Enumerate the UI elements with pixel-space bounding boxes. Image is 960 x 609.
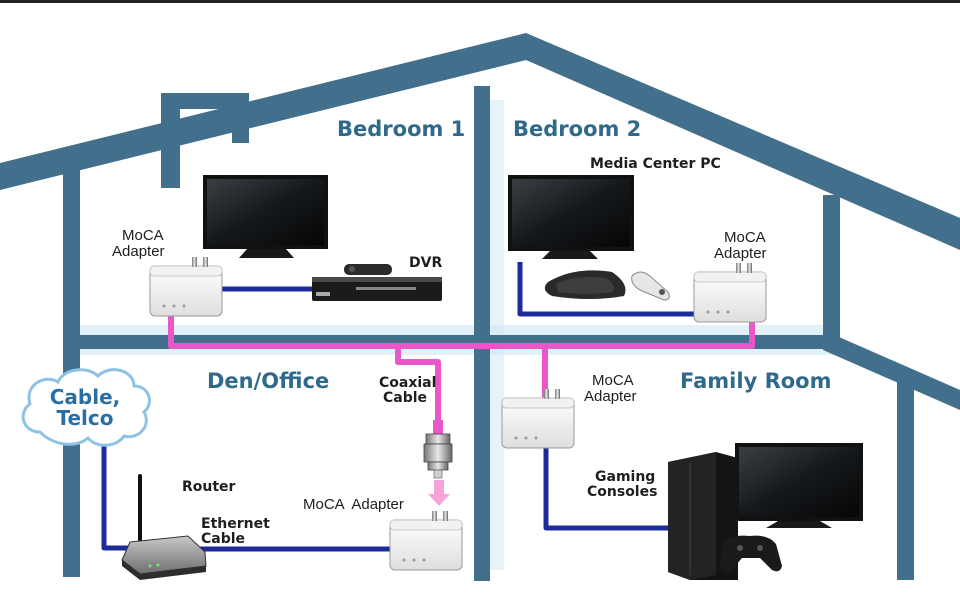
dvr-device <box>312 264 442 301</box>
right-eave <box>823 330 960 410</box>
label-ethernet-cable-line2: Cable <box>201 530 246 547</box>
label-moca-adapter-bedroom1-line1: MoCA <box>122 227 164 244</box>
label-router: Router <box>182 479 236 495</box>
label-moca-adapter-family-line2: Adapter <box>584 387 637 405</box>
coax-drop-to-den <box>395 346 441 420</box>
game-console <box>668 452 738 580</box>
label-moca-adapter-bedroom1: MoCA Adapter <box>112 228 165 260</box>
media-center-pc-monitor <box>508 175 634 259</box>
room-label-den-office: Den/Office <box>207 369 330 393</box>
ethernet-cloud-router <box>101 440 140 551</box>
game-controller <box>720 535 782 573</box>
ethernet-family-console <box>543 445 668 531</box>
room-label-bedroom1: Bedroom 1 <box>337 117 466 141</box>
room-label-bedroom2: Bedroom 2 <box>513 117 642 141</box>
house-frame <box>0 33 960 581</box>
ethernet-bedroom2-pc <box>517 262 700 317</box>
label-ethernet-cable-line1: Ethernet <box>201 516 270 532</box>
moca-adapter-den <box>389 511 463 571</box>
label-moca-adapter-bedroom2: MoCA Adapter <box>714 230 767 262</box>
moca-adapter-bedroom2 <box>693 263 767 323</box>
tv-family-room <box>735 443 863 528</box>
remote-control <box>631 271 670 301</box>
label-coaxial-cable: Coaxial Cable <box>379 376 436 405</box>
insertion-arrow <box>428 480 450 506</box>
router-device <box>121 474 207 580</box>
keyboard <box>544 270 626 299</box>
label-moca-adapter-bedroom2-line1: MoCA <box>724 229 766 246</box>
coax-connector <box>423 420 453 479</box>
roof-left <box>0 33 526 190</box>
moca-adapter-bedroom1 <box>149 257 223 317</box>
chimney-top <box>161 93 249 109</box>
label-ethernet-cable: Ethernet Cable <box>201 517 270 546</box>
tv-bedroom1 <box>203 175 328 258</box>
top-border <box>0 0 960 3</box>
room-label-family-room: Family Room <box>680 369 832 393</box>
label-coaxial-cable-line1: Coaxial <box>379 375 437 391</box>
label-moca-adapter-bedroom2-line2: Adapter <box>714 244 767 262</box>
label-cable-telco-line1: Cable, <box>49 385 121 409</box>
label-dvr: DVR <box>409 255 443 271</box>
right-lower-wall <box>897 375 914 580</box>
label-cable-telco-line2: Telco <box>56 406 114 430</box>
label-media-center-pc: Media Center PC <box>590 156 721 172</box>
label-moca-adapter-family-line1: MoCA <box>592 372 634 389</box>
label-coaxial-cable-line2: Cable <box>383 389 428 406</box>
moca-adapter-family-room <box>501 389 575 449</box>
label-gaming-consoles-line2: Consoles <box>587 483 658 500</box>
label-moca-adapter-family: MoCA Adapter <box>584 373 637 405</box>
cable-telco-cloud <box>21 368 151 447</box>
label-moca-adapter-bedroom1-line2: Adapter <box>112 242 165 260</box>
label-gaming-consoles-line1: Gaming <box>595 469 656 485</box>
coax-trunk <box>168 310 755 349</box>
label-moca-adapter-den: MoCA Adapter <box>303 496 404 513</box>
center-wall <box>474 86 490 581</box>
label-gaming-consoles: Gaming Consoles <box>587 470 657 499</box>
right-wall <box>823 195 840 345</box>
roof-right <box>526 33 960 250</box>
label-cable-telco: Cable, Telco <box>40 387 130 429</box>
